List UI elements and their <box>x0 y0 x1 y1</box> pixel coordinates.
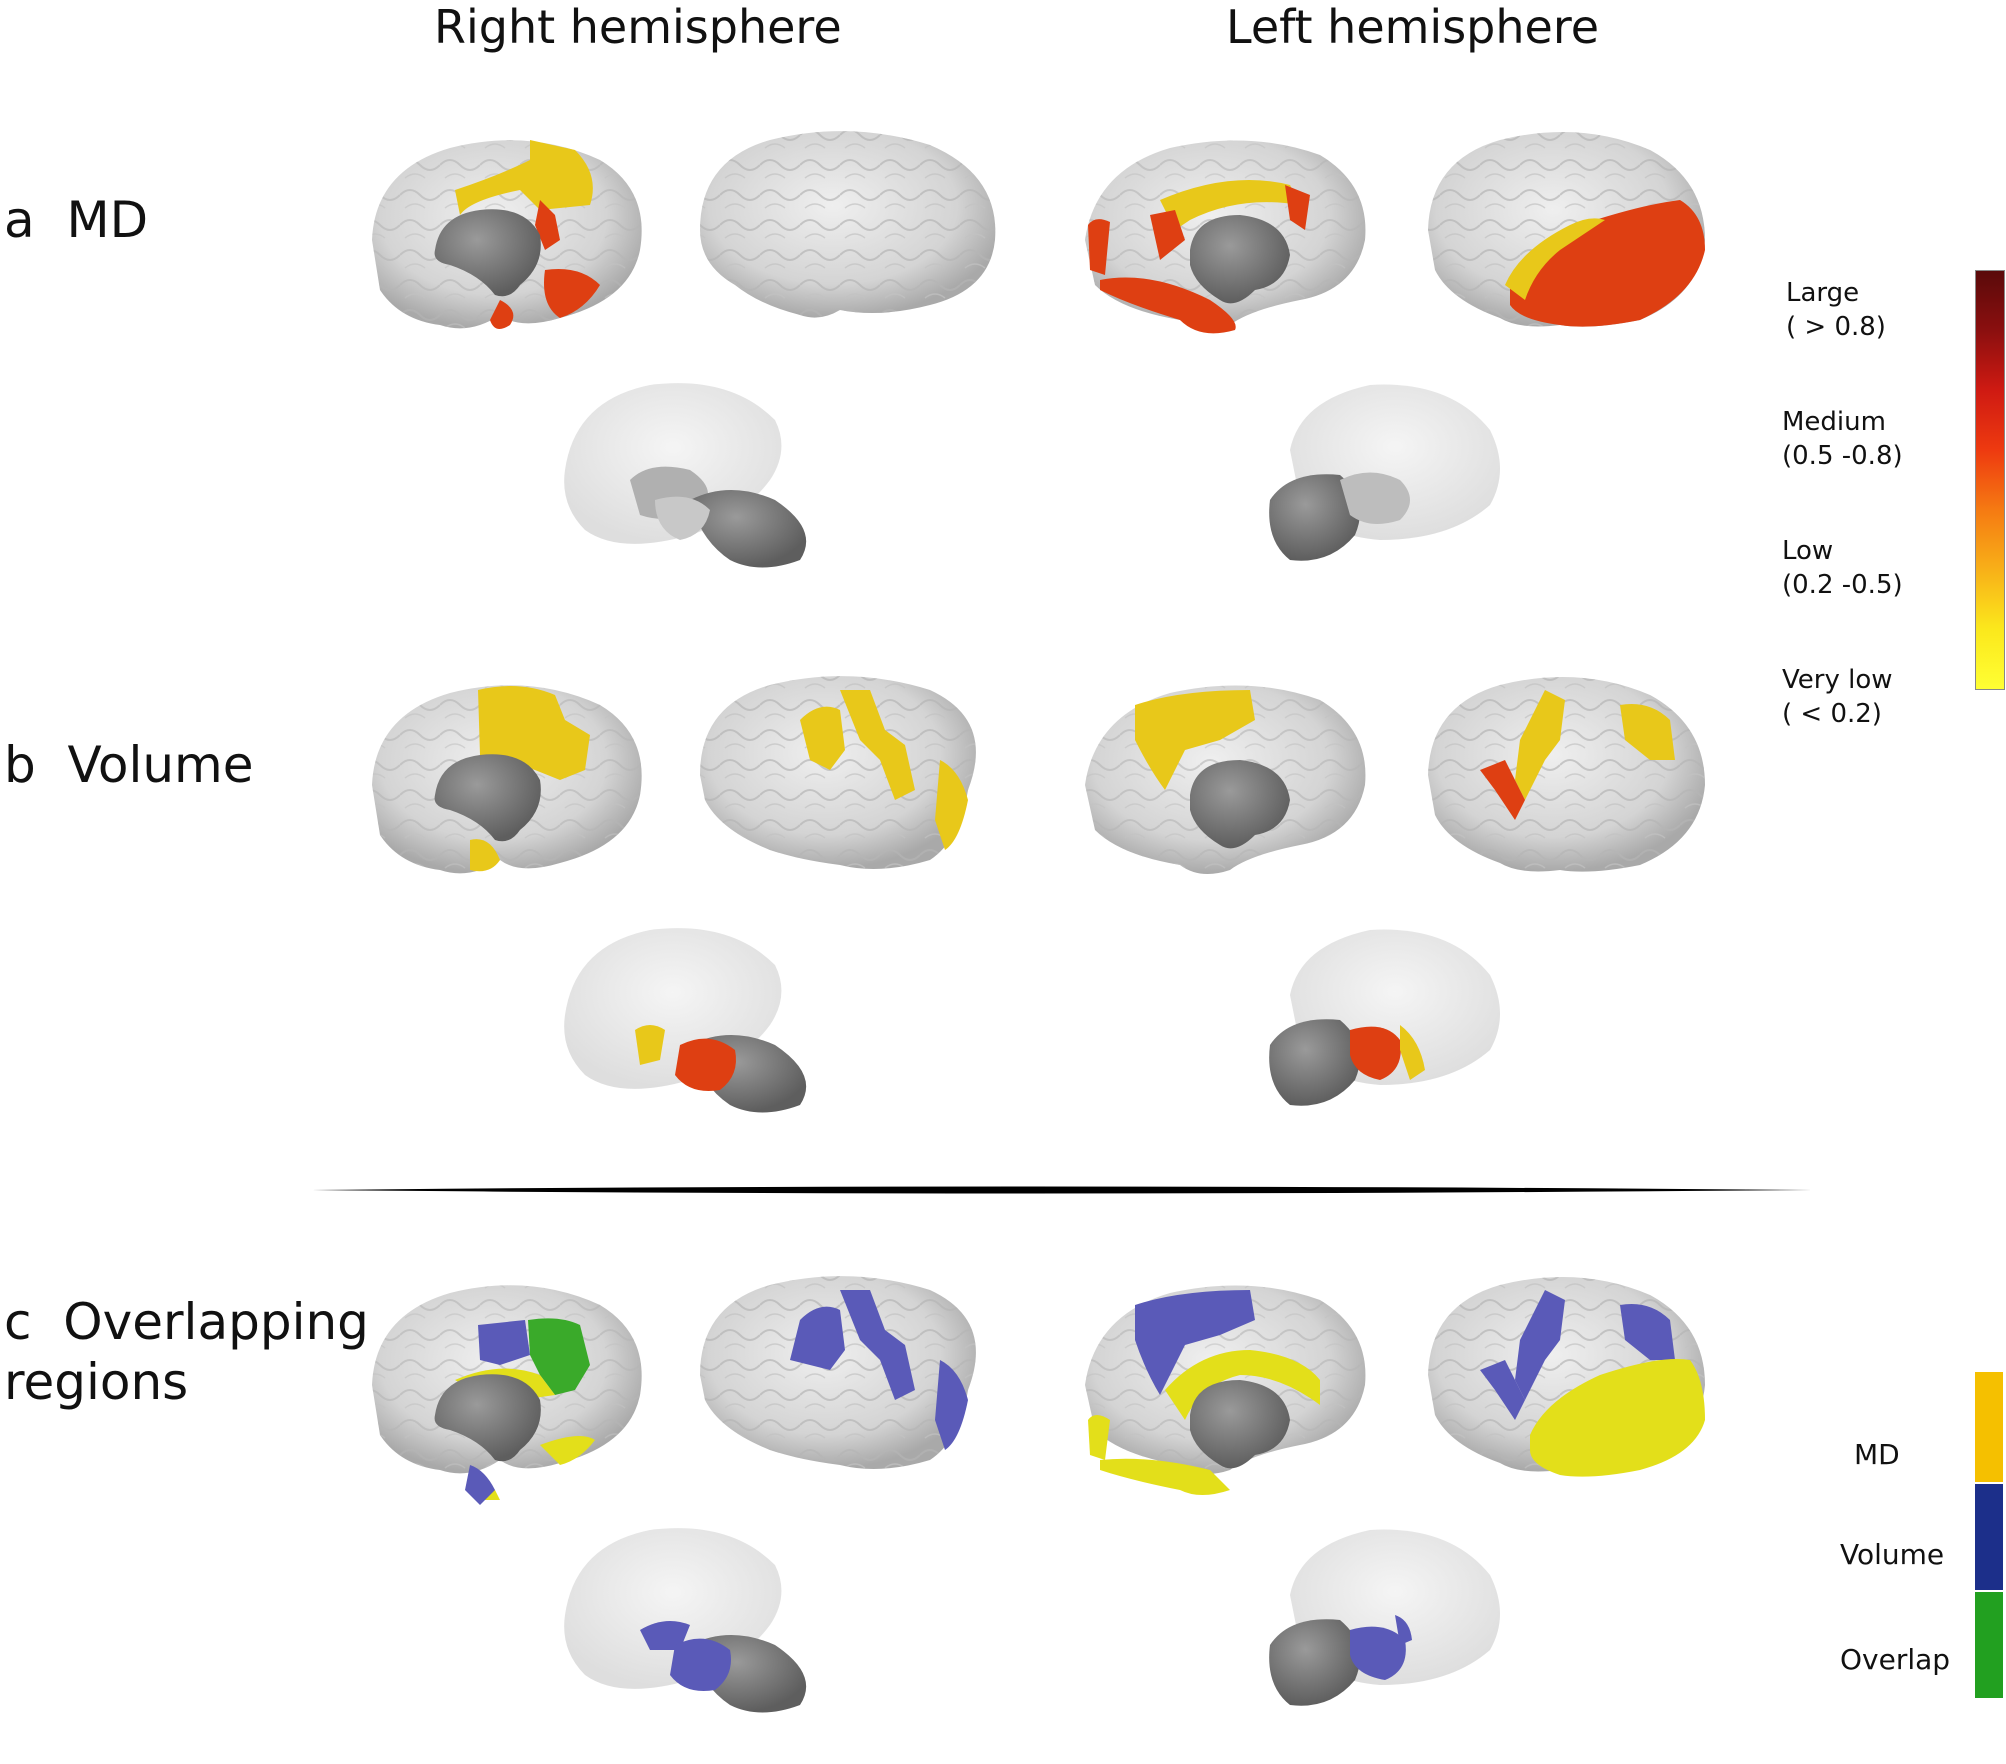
panel-b-label: b Volume <box>4 735 254 795</box>
legend-medium: Medium (0.5 -0.8) <box>1782 405 1903 473</box>
legend-md-label: MD <box>1854 1438 1900 1471</box>
legend-low: Low (0.2 -0.5) <box>1782 534 1903 602</box>
legend-large-range: ( > 0.8) <box>1786 312 1886 342</box>
brain-c-right-medial <box>372 1285 642 1505</box>
legend-medium-label: Medium <box>1782 407 1886 437</box>
legend-large: Large ( > 0.8) <box>1786 276 1886 344</box>
brain-c-right-lateral <box>700 1276 976 1469</box>
legend-overlap-label: Overlap <box>1840 1643 1951 1676</box>
brain-a-left-subcortical <box>1269 384 1500 561</box>
right-hemisphere-title: Right hemisphere <box>434 0 842 54</box>
brain-b-right-lateral <box>700 676 976 869</box>
brain-c-left-subcortical <box>1269 1529 1500 1706</box>
brain-b-right-subcortical <box>564 928 807 1113</box>
brain-a-right-subcortical <box>564 383 807 568</box>
legend-low-range: (0.2 -0.5) <box>1782 570 1903 600</box>
panel-c-title-line1: Overlapping <box>63 1293 369 1351</box>
brain-b-left-lateral <box>1428 677 1705 872</box>
brain-b-left-medial <box>1085 685 1366 874</box>
panel-a-letter: a <box>4 191 35 249</box>
panel-a-label: a MD <box>4 190 148 250</box>
brain-c-left-lateral <box>1428 1277 1705 1477</box>
legend-volume-swatch <box>1975 1484 2003 1590</box>
legend-very-low: Very low ( < 0.2) <box>1782 663 1893 731</box>
legend-very-low-label: Very low <box>1782 665 1893 695</box>
legend-volume-label: Volume <box>1840 1538 1945 1571</box>
brain-a-right-lateral <box>700 131 996 318</box>
brain-c-left-medial <box>1085 1285 1366 1495</box>
legend-large-label: Large <box>1786 278 1860 308</box>
brain-b-right-medial <box>372 685 642 874</box>
legend-md-swatch <box>1975 1372 2003 1482</box>
left-hemisphere-title: Left hemisphere <box>1226 0 1600 54</box>
panel-c-letter: c <box>4 1293 32 1351</box>
brain-c-right-subcortical <box>564 1528 807 1713</box>
effect-size-colorbar <box>1975 270 2005 690</box>
brain-a-left-medial <box>1085 140 1366 334</box>
panel-separator <box>312 1186 1812 1194</box>
legend-very-low-range: ( < 0.2) <box>1782 699 1882 729</box>
brain-a-left-lateral <box>1428 132 1705 327</box>
panel-c-label: c Overlapping regions <box>4 1292 369 1412</box>
brain-b-left-subcortical <box>1269 929 1500 1106</box>
legend-low-label: Low <box>1782 536 1834 566</box>
panel-b-letter: b <box>4 736 36 794</box>
legend-overlap-swatch <box>1975 1592 2003 1698</box>
brain-a-right-medial <box>372 140 642 329</box>
panel-a-title: MD <box>66 191 149 249</box>
panel-c-title-line2: regions <box>4 1353 189 1411</box>
panel-b-title: Volume <box>67 736 254 794</box>
legend-medium-range: (0.5 -0.8) <box>1782 441 1903 471</box>
